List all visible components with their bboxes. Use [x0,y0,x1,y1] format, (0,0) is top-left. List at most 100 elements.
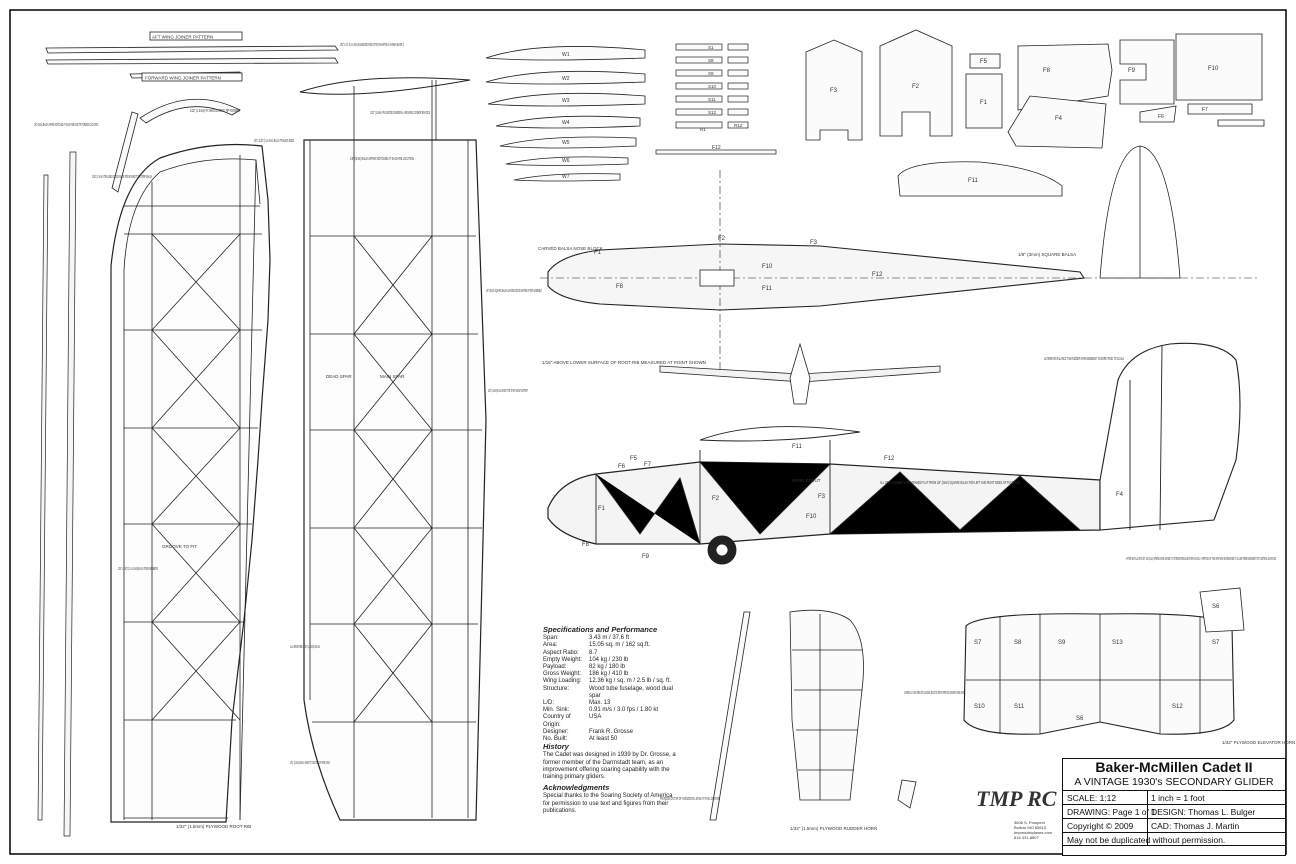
top-f1-label: F1 [594,250,602,256]
stab-s7-right: S7 [1212,640,1220,646]
former-f6-label: F6 [1158,114,1164,120]
tb-divider-4 [1063,845,1285,846]
wing-strut-note: WING STRUT [792,478,821,483]
side-f5-label: F5 [630,456,638,462]
wing-rib-labels: W1 W2 W3 W4 W5 W6 W7 [562,52,570,180]
spec-key: Country of Origin: [543,714,571,728]
former-f11-label: F11 [968,178,979,184]
fuselage-top-view [540,145,1260,370]
spec-key: Structure: [543,685,570,692]
sheet-border [9,9,1287,855]
after-install-note: AFTER INSTALLATION OF .040 (1mm) SPRING … [1126,556,1276,561]
scale-cell: SCALE: 1:12 [1067,793,1117,803]
spec-key: No. Built: [543,736,568,743]
aft-joiner-label: AFT WING JOINER PATTERN [152,35,213,40]
spec-value: 0.91 m/s / 3.0 fps / 1.80 kt [589,707,659,714]
rudder-template [709,609,917,821]
le-note: 1/8" (3mm) SQUARE BALSA LEADING EDGE SHA… [486,288,542,293]
spar-strips [37,151,77,837]
rib-w6-label: W6 [562,158,570,164]
groove-label: GROOVE TO FIT [162,544,197,549]
spars-note: 1/8" (3mm) BALSA SPARS NOTCHED AT EACH R… [34,122,98,127]
stab-s6-detail: S6 [1212,604,1220,610]
stab-s13-label: S13 [1112,640,1123,646]
tip-former-part [139,98,241,124]
spec-row: Min. Sink: 0.91 m/s / 3.0 fps / 1.80 kt [543,707,681,714]
tb-divider-3 [1063,832,1285,833]
former-f1-label: F1 [980,100,988,106]
joiner-patterns [45,31,339,193]
spec-value: 186 kg / 410 lb [589,671,629,678]
top-f11-label: F11 [762,286,773,292]
former-f7-label: F7 [1202,107,1208,113]
former-f11-part [897,161,1063,197]
cad-cell: CAD: Thomas J. Martin [1151,821,1240,831]
spec-row: Country of Origin:USA [543,714,681,728]
spec-row: Payload:82 kg / 180 lb [543,664,681,671]
spec-row: Wing Loading:12.36 kg / sq. m / 2.5 lb /… [543,678,681,685]
former-f4-label: F4 [1055,116,1063,122]
rib-w7-label: W7 [562,174,570,180]
front-view [659,342,941,405]
rib-s9-label: S9 [708,71,714,76]
tip-former-note: 1/32" (1.5mm) PLYWOOD WING TIP FORMER [190,108,240,113]
spec-row: Area:15.05 sq. m / 162 sq.ft. [543,642,681,649]
spec-key: Aspect Ratio: [543,649,579,656]
spec-key: Span: [543,635,559,642]
top-f12-label: F12 [872,272,883,278]
side-f2-label: F2 [712,496,720,502]
top-f3-label: F3 [810,240,818,246]
gray-elements-note: ALL GRAY ELEMENTS ARE FRAMED FLAT FROM 1… [880,480,1020,485]
spec-row: Empty Weight:104 kg / 230 lb [543,657,681,664]
trailing-edge-strip [111,111,139,193]
dead-spar-label: DEAD SPAR [326,374,352,379]
fuselage-side-view [547,342,1241,565]
former-f8-label: F8 [1043,68,1051,74]
spec-key: Min. Sink: [543,707,570,714]
rib-s1-label: S1 [708,45,714,50]
spec-row: Aspect Ratio: 8.7 [543,650,681,657]
joiner-braces-note: 1/32" (1.5mm) PLYWOOD DIHEDRAL AND WING … [370,110,430,115]
drawing-title: Baker-McMillen Cadet II [1095,759,1253,775]
main-spar-label: MAIN SPAR [380,374,405,379]
side-f9-label: F9 [642,554,650,560]
top-f2-label: F2 [718,236,726,242]
stab-s8-left: S8 [1014,640,1022,646]
wing-rib-templates [485,46,646,182]
strut-sheet-note: 1/32" (1.5mm) BALSA SHEET FOR STRUT MOUN… [488,388,528,393]
specifications-block: Specifications and Performance Span:3.43… [543,626,681,818]
spec-key: Area: [543,642,558,649]
tb-divider-v [1147,790,1148,845]
logo-mark: TMP RC [976,786,1057,811]
stab-s7-left: S7 [974,640,982,646]
all-wing-ribs-note: ALL WING RIBS 1/16" (1.5mm) BALSA [290,644,320,649]
stab-s6-label: S6 [1076,716,1084,722]
side-f10-label: F10 [806,514,817,520]
top-f8-label: F8 [616,284,624,290]
fwd-joiner-label: FORWARD WING JOINER PATTERN [145,76,221,81]
stab-s12-label: S12 [1172,704,1183,710]
former-f10-label: F10 [1208,66,1219,72]
side-f7-label: F7 [644,462,652,468]
spec-value: 8.7 [589,649,598,656]
rudder-horn-note: 1/32" (1.5mm) PLYWOOD RUDDER HORN [790,826,877,831]
spec-value: Frank R. Grosse [589,728,634,735]
te-note: 1/8" x 3/16" (3 x 4.5mm) BALSA TRAILING … [254,138,294,143]
rib-w3-label: W3 [562,98,570,104]
tb-divider-2 [1063,818,1285,819]
stab-rib-strips [655,43,777,155]
logo-address-1: 3608 S. Prospect [1014,820,1046,825]
former-f5-label: F5 [980,59,988,65]
wheel-hub [715,543,729,557]
alt-balance-note: ALTERNATE BALANCE TAB RUDDER ARRANGEMENT… [1044,356,1124,361]
rib-r12-label: R12 [734,123,743,128]
rib-r1-label: R1 [700,127,706,132]
former-f3-label: F3 [830,88,838,94]
title-block: Baker-McMillen Cadet II A VINTAGE 1930's… [1062,758,1286,856]
ack-heading: Acknowledgments [543,783,610,793]
rib-w4-label: W4 [562,120,570,126]
spec-key: Payload: [543,664,567,671]
stab-s11-left: S11 [1014,704,1025,710]
